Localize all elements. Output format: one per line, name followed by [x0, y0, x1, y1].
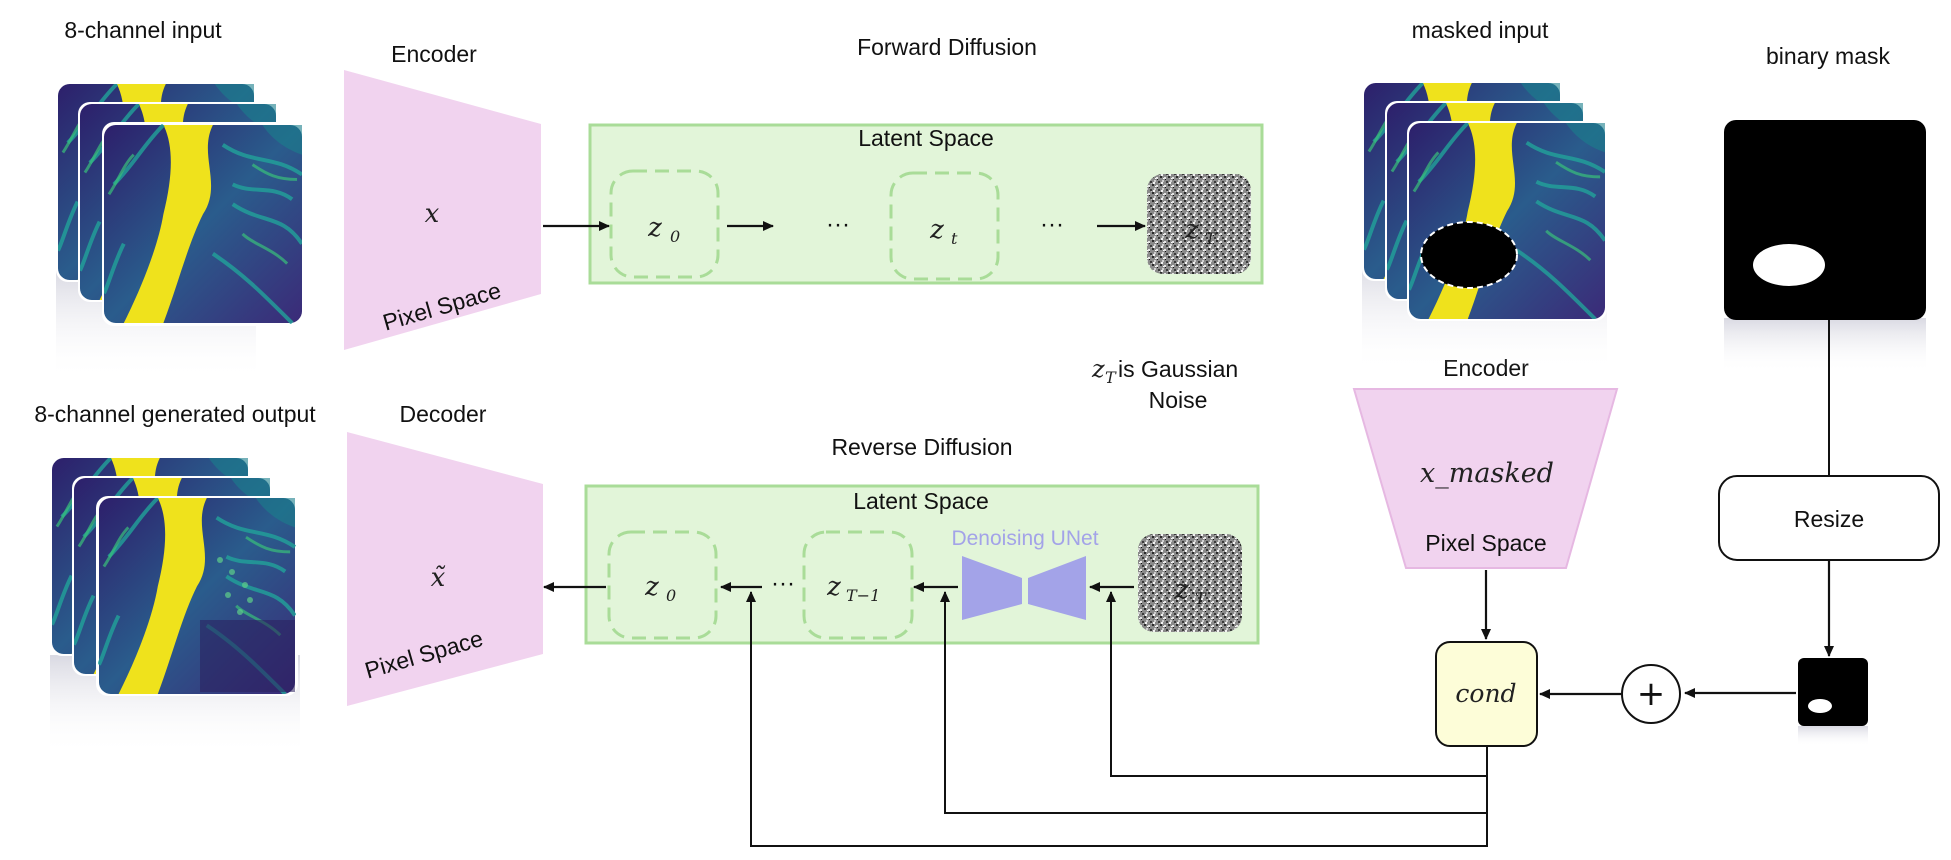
encoder-right-math: x_masked — [1420, 458, 1554, 489]
reverse-zT1: z — [826, 572, 841, 602]
forward-zt: z — [929, 215, 944, 245]
forward-latent-label: Latent Space — [858, 125, 994, 151]
forward-zT-sub: T — [1205, 229, 1217, 248]
encoder-top-title: Encoder — [391, 41, 477, 67]
output-image-stack — [50, 456, 300, 755]
reverse-zT: z — [1174, 575, 1189, 605]
decoder-math: x̃ — [431, 563, 446, 593]
plus-circle-icon: + — [1621, 664, 1681, 724]
reverse-z0-box — [607, 530, 718, 640]
reverse-noise-square-icon — [1138, 534, 1242, 632]
forward-dots-1: ··· — [826, 211, 850, 238]
forward-dots-2: ··· — [1040, 211, 1064, 238]
reverse-dots: ··· — [771, 570, 795, 597]
reverse-zT1-sub: T−1 — [846, 586, 880, 605]
reverse-zT-sub: T — [1195, 589, 1207, 608]
unet-bowtie-icon — [962, 556, 1086, 620]
decoder-block: x̃ Pixel Space — [347, 432, 543, 706]
forward-z0-sub: 0 — [670, 227, 680, 246]
noise-note-math: z — [1091, 355, 1105, 383]
forward-zt-sub: t — [951, 229, 958, 248]
encoder-right-block: x_masked Pixel Space — [1352, 388, 1619, 569]
masked-input-stack — [1362, 81, 1607, 372]
decoder-title: Decoder — [400, 401, 487, 427]
input-image-stack — [56, 82, 304, 380]
encoder-top-block: x Pixel Space — [344, 70, 541, 350]
forward-latent-panel: Latent Space z 0 ··· z t ··· z T — [588, 123, 1264, 285]
binary-mask-title: binary mask — [1766, 43, 1890, 69]
output-title: 8-channel generated output — [34, 401, 316, 427]
unet-label: Denoising UNet — [951, 527, 1098, 550]
resize-block: Resize — [1718, 475, 1940, 561]
reverse-z0: z — [644, 572, 659, 602]
mask-hole — [1420, 221, 1518, 289]
noise-note-line1: is Gaussian — [1118, 356, 1238, 382]
reverse-diffusion-title: Reverse Diffusion — [831, 434, 1012, 460]
plus-symbol: + — [1637, 674, 1666, 714]
reverse-latent-label: Latent Space — [853, 488, 989, 514]
masked-input-title: masked input — [1412, 17, 1549, 43]
noise-note: z T is Gaussian Noise — [1091, 355, 1238, 413]
noise-note-sub: T — [1105, 368, 1117, 387]
forward-diffusion-title: Forward Diffusion — [857, 34, 1037, 60]
resize-label: Resize — [1794, 506, 1864, 532]
reverse-z0-sub: 0 — [666, 586, 676, 605]
reverse-latent-panel: Latent Space z 0 ··· z T−1 Denoising UNe… — [584, 484, 1260, 645]
noise-square-icon — [1147, 174, 1251, 274]
conditioning-lines — [746, 591, 1488, 847]
forward-zT: z — [1184, 215, 1199, 245]
noise-note-line2: Noise — [1149, 387, 1208, 413]
encoder-top-math: x — [425, 199, 440, 229]
cond-block: cond — [1435, 641, 1538, 747]
forward-zt-box — [889, 171, 1000, 281]
small-mask-icon — [1798, 658, 1868, 746]
forward-z0: z — [647, 213, 662, 243]
input-title: 8-channel input — [64, 17, 222, 43]
encoder-right-space: Pixel Space — [1425, 530, 1546, 556]
cond-label: cond — [1455, 679, 1516, 708]
forward-z0-box — [609, 169, 720, 279]
reverse-zT1-box — [802, 530, 914, 640]
binary-mask-icon — [1724, 120, 1926, 373]
